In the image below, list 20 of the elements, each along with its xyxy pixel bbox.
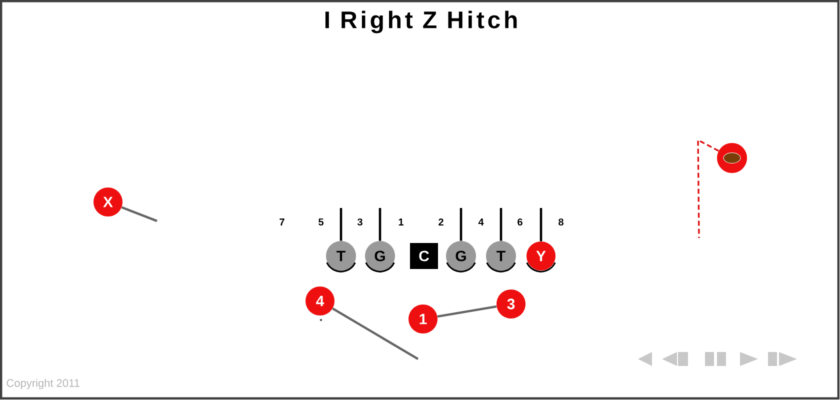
hole-number: 8 — [558, 218, 564, 226]
block-line — [460, 208, 462, 241]
route-line — [121, 206, 158, 222]
hole-number: 1 — [398, 218, 404, 226]
block-line — [378, 208, 382, 241]
hole-number: 3 — [357, 218, 362, 226]
copyright-text: Copyright 2011 — [6, 378, 80, 390]
route-line — [332, 308, 419, 360]
hole-number: 5 — [318, 218, 324, 226]
player-square: C — [410, 243, 438, 269]
title: I Right Z Hitch — [325, 10, 517, 34]
hole-number: 4 — [478, 218, 484, 226]
route-line — [437, 305, 497, 318]
route-line — [697, 138, 719, 238]
hole-number: 6 — [518, 218, 522, 226]
block-line — [500, 208, 502, 241]
hole-number: 2 — [438, 218, 444, 226]
block-line — [340, 208, 342, 241]
block-line — [540, 208, 542, 242]
hole-number: 7 — [280, 218, 284, 226]
